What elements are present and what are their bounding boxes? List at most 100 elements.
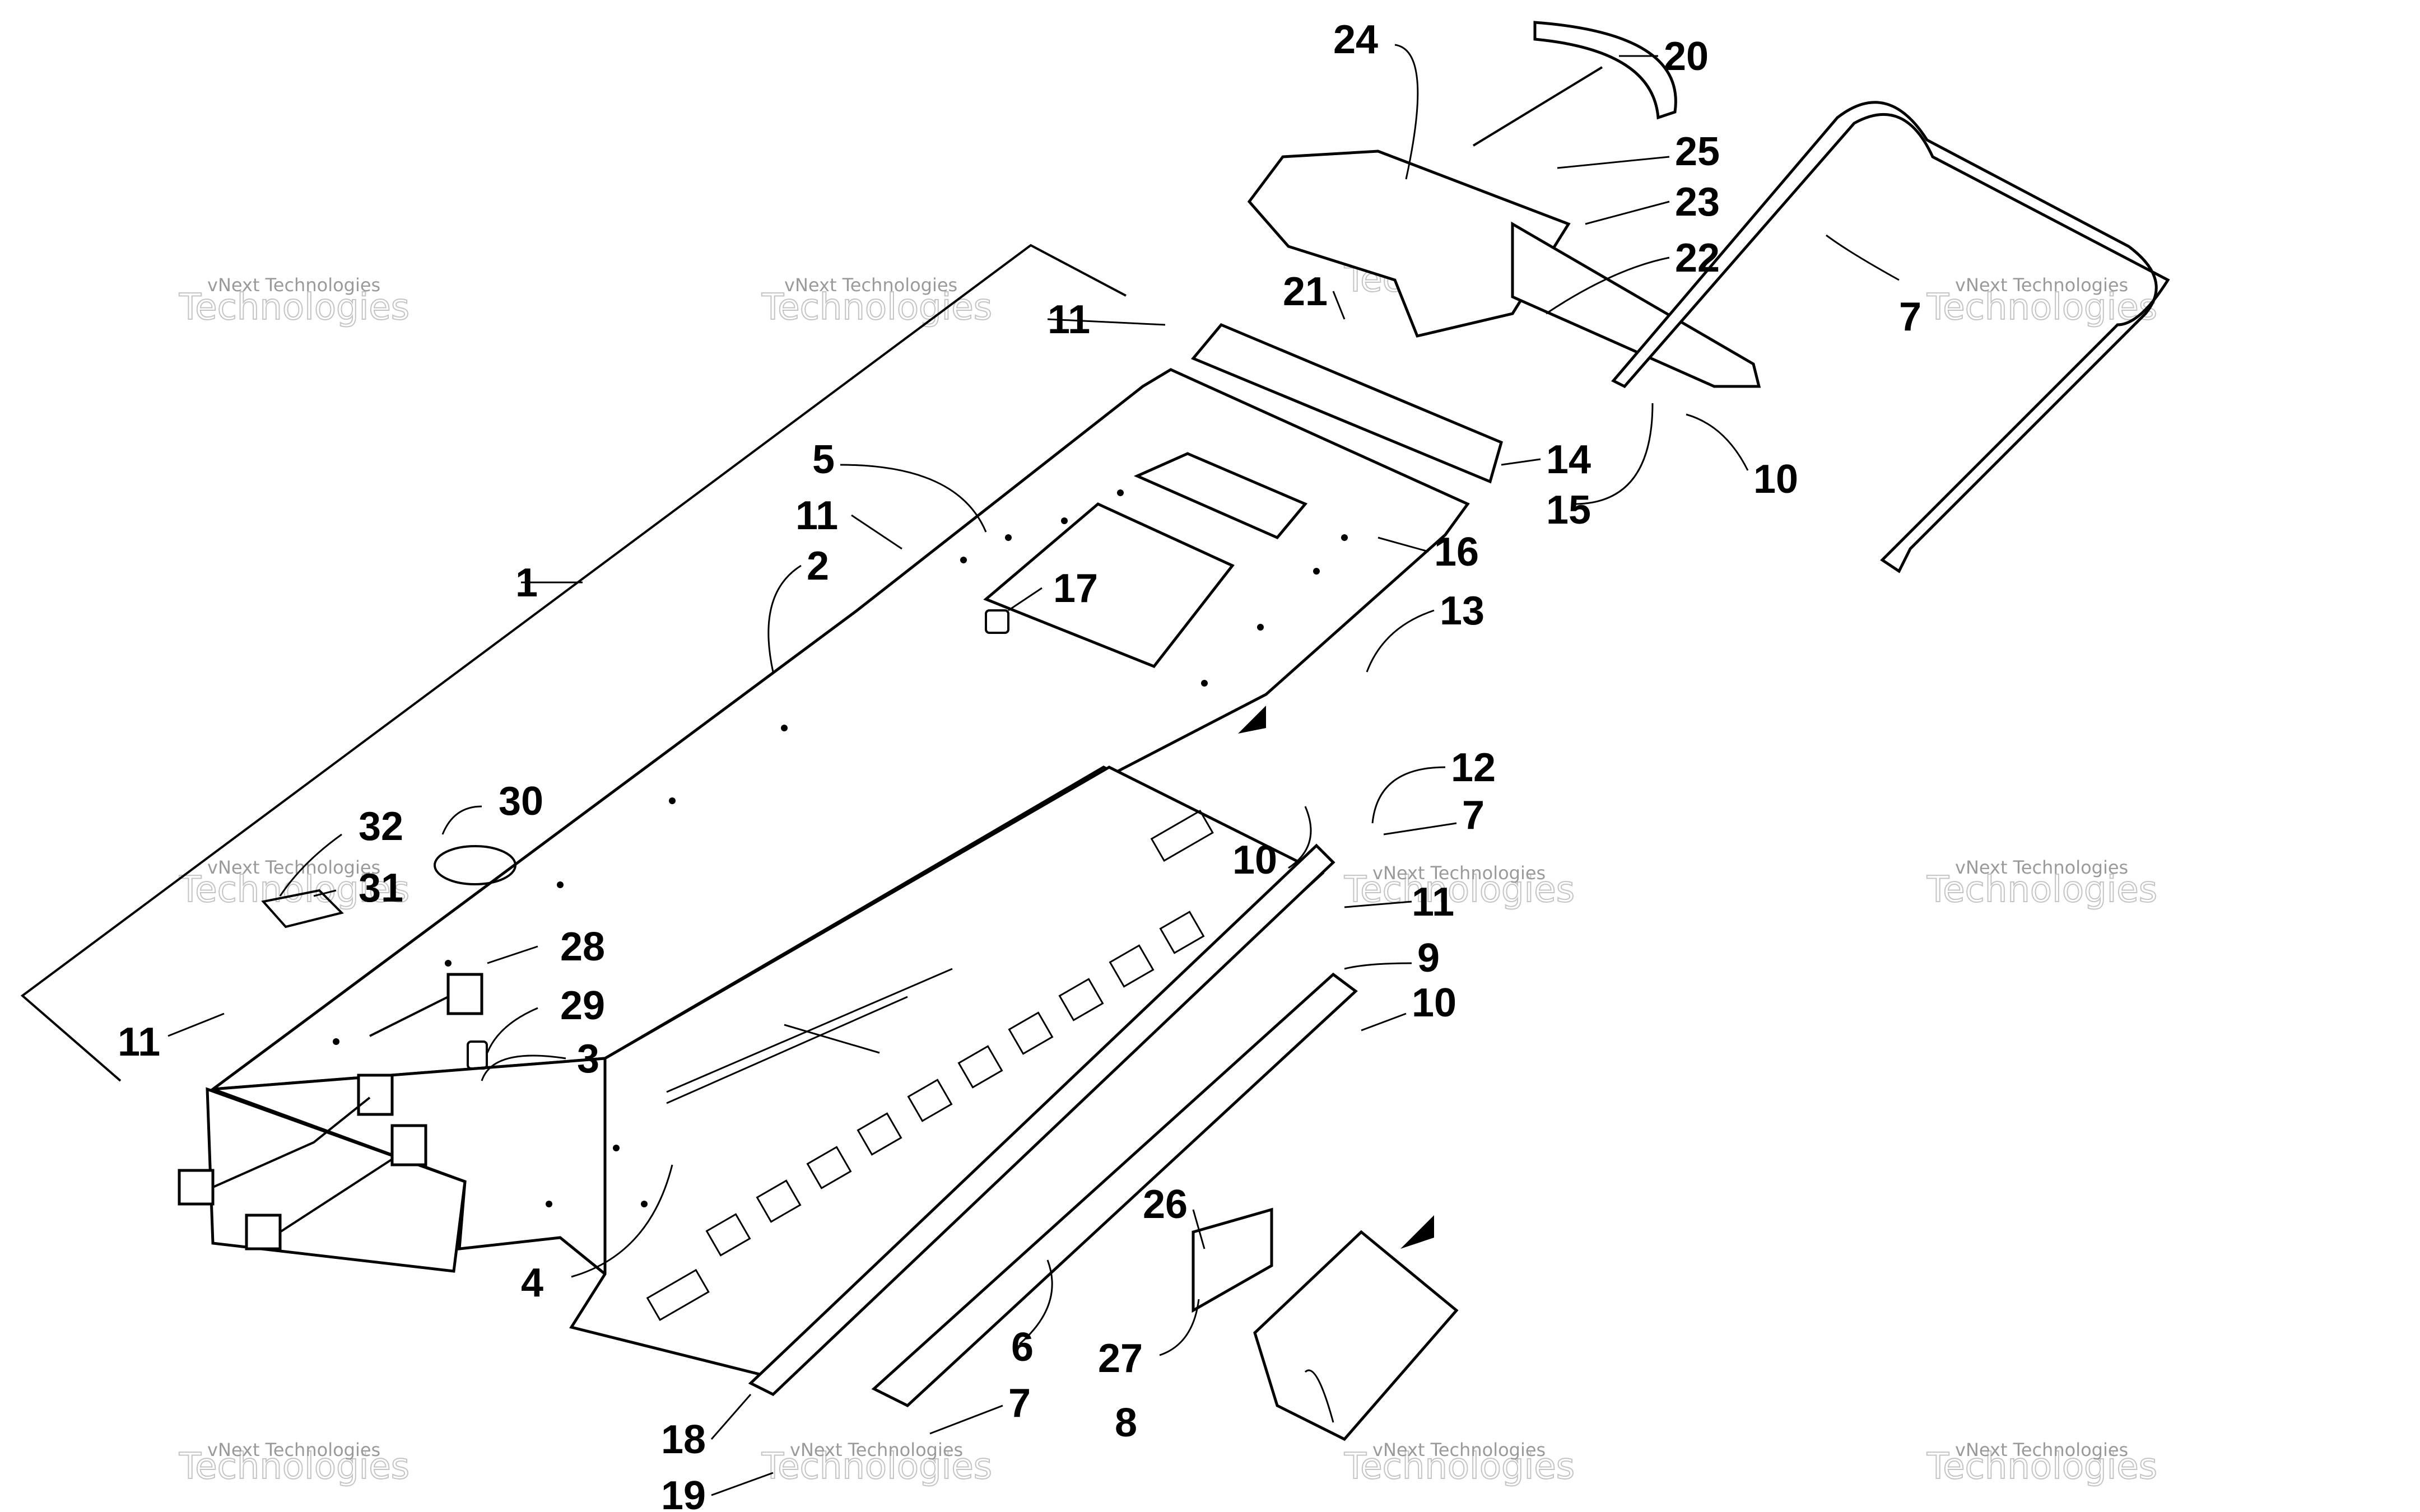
rivet <box>1117 489 1124 496</box>
retaining-ring <box>434 845 516 885</box>
rivet <box>557 881 564 888</box>
callout-5: 5 <box>812 437 835 482</box>
rivet <box>613 1145 620 1151</box>
leader-7a <box>929 1404 1003 1435</box>
watermark-big: Technologies <box>179 1446 409 1487</box>
leader-24 <box>1394 44 1419 180</box>
callout-14: 14 <box>1546 437 1591 482</box>
callout-19: 19 <box>661 1473 706 1512</box>
callout-29: 29 <box>560 983 605 1028</box>
watermark-mr: Technologies vNext Technologies <box>1926 857 2158 911</box>
rivet <box>669 797 676 804</box>
cutout <box>857 1112 902 1156</box>
leader-7c <box>1826 234 1900 281</box>
rivet <box>1005 534 1012 541</box>
grab-handle <box>1533 21 1677 120</box>
leader-31 <box>313 889 337 897</box>
watermark-br: Technologies vNext Technologies <box>1926 1439 2158 1488</box>
leader-14 <box>1501 458 1541 466</box>
leader-3 <box>481 1054 566 1081</box>
leader-10a <box>1288 806 1312 869</box>
callout-13: 13 <box>1440 589 1484 633</box>
callout-6: 6 <box>1011 1325 1034 1370</box>
callout-11c: 11 <box>1412 880 1454 925</box>
tunnel-rail-a <box>666 968 953 1093</box>
watermark-big: Technologies <box>1926 869 2157 911</box>
wiring-harness <box>178 973 483 1250</box>
leader-2 <box>767 564 802 673</box>
side-cutout-pattern <box>646 809 1214 1321</box>
callout-12: 12 <box>1451 745 1496 790</box>
watermark-bl: Technologies vNext Technologies <box>178 1439 410 1488</box>
callout-10a: 10 <box>1232 838 1277 883</box>
harness-wire <box>212 1096 371 1188</box>
callout-22: 22 <box>1675 236 1720 281</box>
plug <box>985 609 1009 634</box>
watermark-small: vNext Technologies <box>207 274 380 296</box>
leader-10c <box>1686 413 1749 471</box>
watermark-big: Technologies <box>179 287 409 328</box>
leader-18 <box>710 1394 752 1440</box>
callout-11b: 11 <box>795 493 838 538</box>
connector <box>178 1169 215 1206</box>
leader-32 <box>279 833 342 897</box>
watermark-tr: Technologies vNext Technologies <box>1926 274 2158 329</box>
callout-24: 24 <box>1333 17 1378 62</box>
tunnel-window-small <box>1133 452 1308 540</box>
grommet <box>467 1040 488 1070</box>
rivet <box>1201 680 1208 687</box>
callout-18: 18 <box>661 1417 706 1462</box>
harness-wire <box>369 996 449 1037</box>
connector <box>446 973 483 1015</box>
callout-25: 25 <box>1675 129 1720 174</box>
tunnel-window-large <box>983 502 1235 669</box>
callout-15: 15 <box>1546 488 1591 533</box>
callout-7c: 7 <box>1899 295 1921 339</box>
handle-cable <box>1472 66 1603 147</box>
watermark-small: vNext Technologies <box>1372 1439 1546 1460</box>
callout-11a: 11 <box>1048 297 1090 342</box>
callout-23: 23 <box>1675 180 1720 225</box>
leader-8 <box>1304 1369 1334 1423</box>
cutout <box>907 1079 953 1122</box>
watermark-ml: Technologies vNext Technologies <box>178 857 410 911</box>
leader-11c <box>1344 900 1412 908</box>
connector <box>390 1124 427 1166</box>
watermark-big: Technologies <box>761 1446 992 1487</box>
callout-2: 2 <box>807 544 829 589</box>
watermark-small: vNext Technologies <box>1955 1439 2128 1460</box>
leader-11b <box>851 514 902 550</box>
rear-cross-plate <box>1190 323 1504 484</box>
leader-25 <box>1557 156 1670 169</box>
watermark-small: vNext Technologies <box>207 1439 380 1460</box>
leader-27 <box>1159 1299 1200 1356</box>
seat-cowl <box>1247 150 1571 338</box>
seat-tail <box>1511 221 1761 388</box>
callout-20: 20 <box>1664 34 1709 79</box>
leader-5 <box>840 464 987 533</box>
rivet <box>333 1038 339 1045</box>
cutout-slot <box>1150 809 1214 862</box>
callout-31: 31 <box>359 866 403 911</box>
watermark-small: vNext Technologies <box>1372 862 1546 884</box>
leader-15 <box>1574 403 1654 505</box>
rivet <box>1257 624 1264 631</box>
step-plate <box>1253 1230 1459 1441</box>
callout-30: 30 <box>499 779 543 824</box>
rivet <box>445 960 452 967</box>
assembly-bracket-line <box>20 244 1127 1082</box>
arrow-marker <box>1400 1215 1434 1249</box>
running-board-rail-upper <box>748 843 1335 1397</box>
leader-22 <box>1546 256 1670 315</box>
watermark-big: Technologies <box>761 287 992 328</box>
arrow-marker <box>1238 706 1266 734</box>
cutout <box>1058 978 1104 1021</box>
watermark-big: Technologies <box>1344 1446 1575 1487</box>
rivet <box>1061 517 1068 524</box>
leader-26 <box>1192 1209 1206 1249</box>
callout-11d: 11 <box>118 1020 160 1065</box>
rivet <box>546 1201 552 1207</box>
leader-12 <box>1371 766 1446 824</box>
decal <box>261 889 344 928</box>
